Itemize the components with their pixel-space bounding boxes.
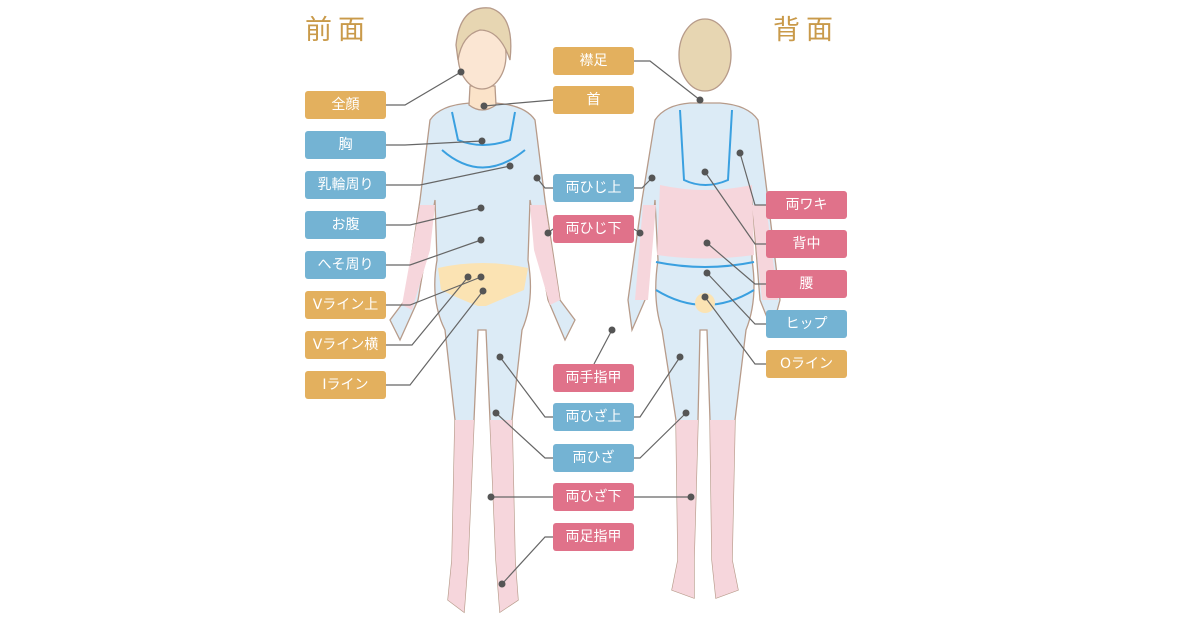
back-figure xyxy=(627,18,781,599)
label-v-yoko[interactable]: Vライン横 xyxy=(305,331,386,359)
label-zengan[interactable]: 全顔 xyxy=(305,91,386,119)
marker-dots xyxy=(457,68,744,588)
label-koshi[interactable]: 腰 xyxy=(766,270,847,298)
label-hiji-shita[interactable]: 両ひじ下 xyxy=(553,215,634,243)
leader-lines xyxy=(386,60,766,585)
label-o-line[interactable]: Oライン xyxy=(766,350,847,378)
front-figure xyxy=(389,7,576,614)
label-hiza-ue[interactable]: 両ひざ上 xyxy=(553,403,634,431)
label-onaka[interactable]: お腹 xyxy=(305,211,386,239)
label-kubi[interactable]: 首 xyxy=(553,86,634,114)
label-hiza[interactable]: 両ひざ xyxy=(553,444,634,472)
label-ashi-yubi[interactable]: 両足指甲 xyxy=(553,523,634,551)
front-title: 前面 xyxy=(305,15,371,46)
label-hiji-ue[interactable]: 両ひじ上 xyxy=(553,174,634,202)
label-i-line[interactable]: Iライン xyxy=(305,371,386,399)
label-erioshi[interactable]: 襟足 xyxy=(553,47,634,75)
label-hiza-shita[interactable]: 両ひざ下 xyxy=(553,483,634,511)
back-title: 背面 xyxy=(773,15,839,46)
label-v-ue[interactable]: Vライン上 xyxy=(305,291,386,319)
label-waki[interactable]: 両ワキ xyxy=(766,191,847,219)
label-te-yubi[interactable]: 両手指甲 xyxy=(553,364,634,392)
label-heso[interactable]: へそ周り xyxy=(305,251,386,279)
label-hip[interactable]: ヒップ xyxy=(766,310,847,338)
label-senaka[interactable]: 背中 xyxy=(766,230,847,258)
label-nyurin[interactable]: 乳輪周り xyxy=(305,171,386,199)
label-mune[interactable]: 胸 xyxy=(305,131,386,159)
